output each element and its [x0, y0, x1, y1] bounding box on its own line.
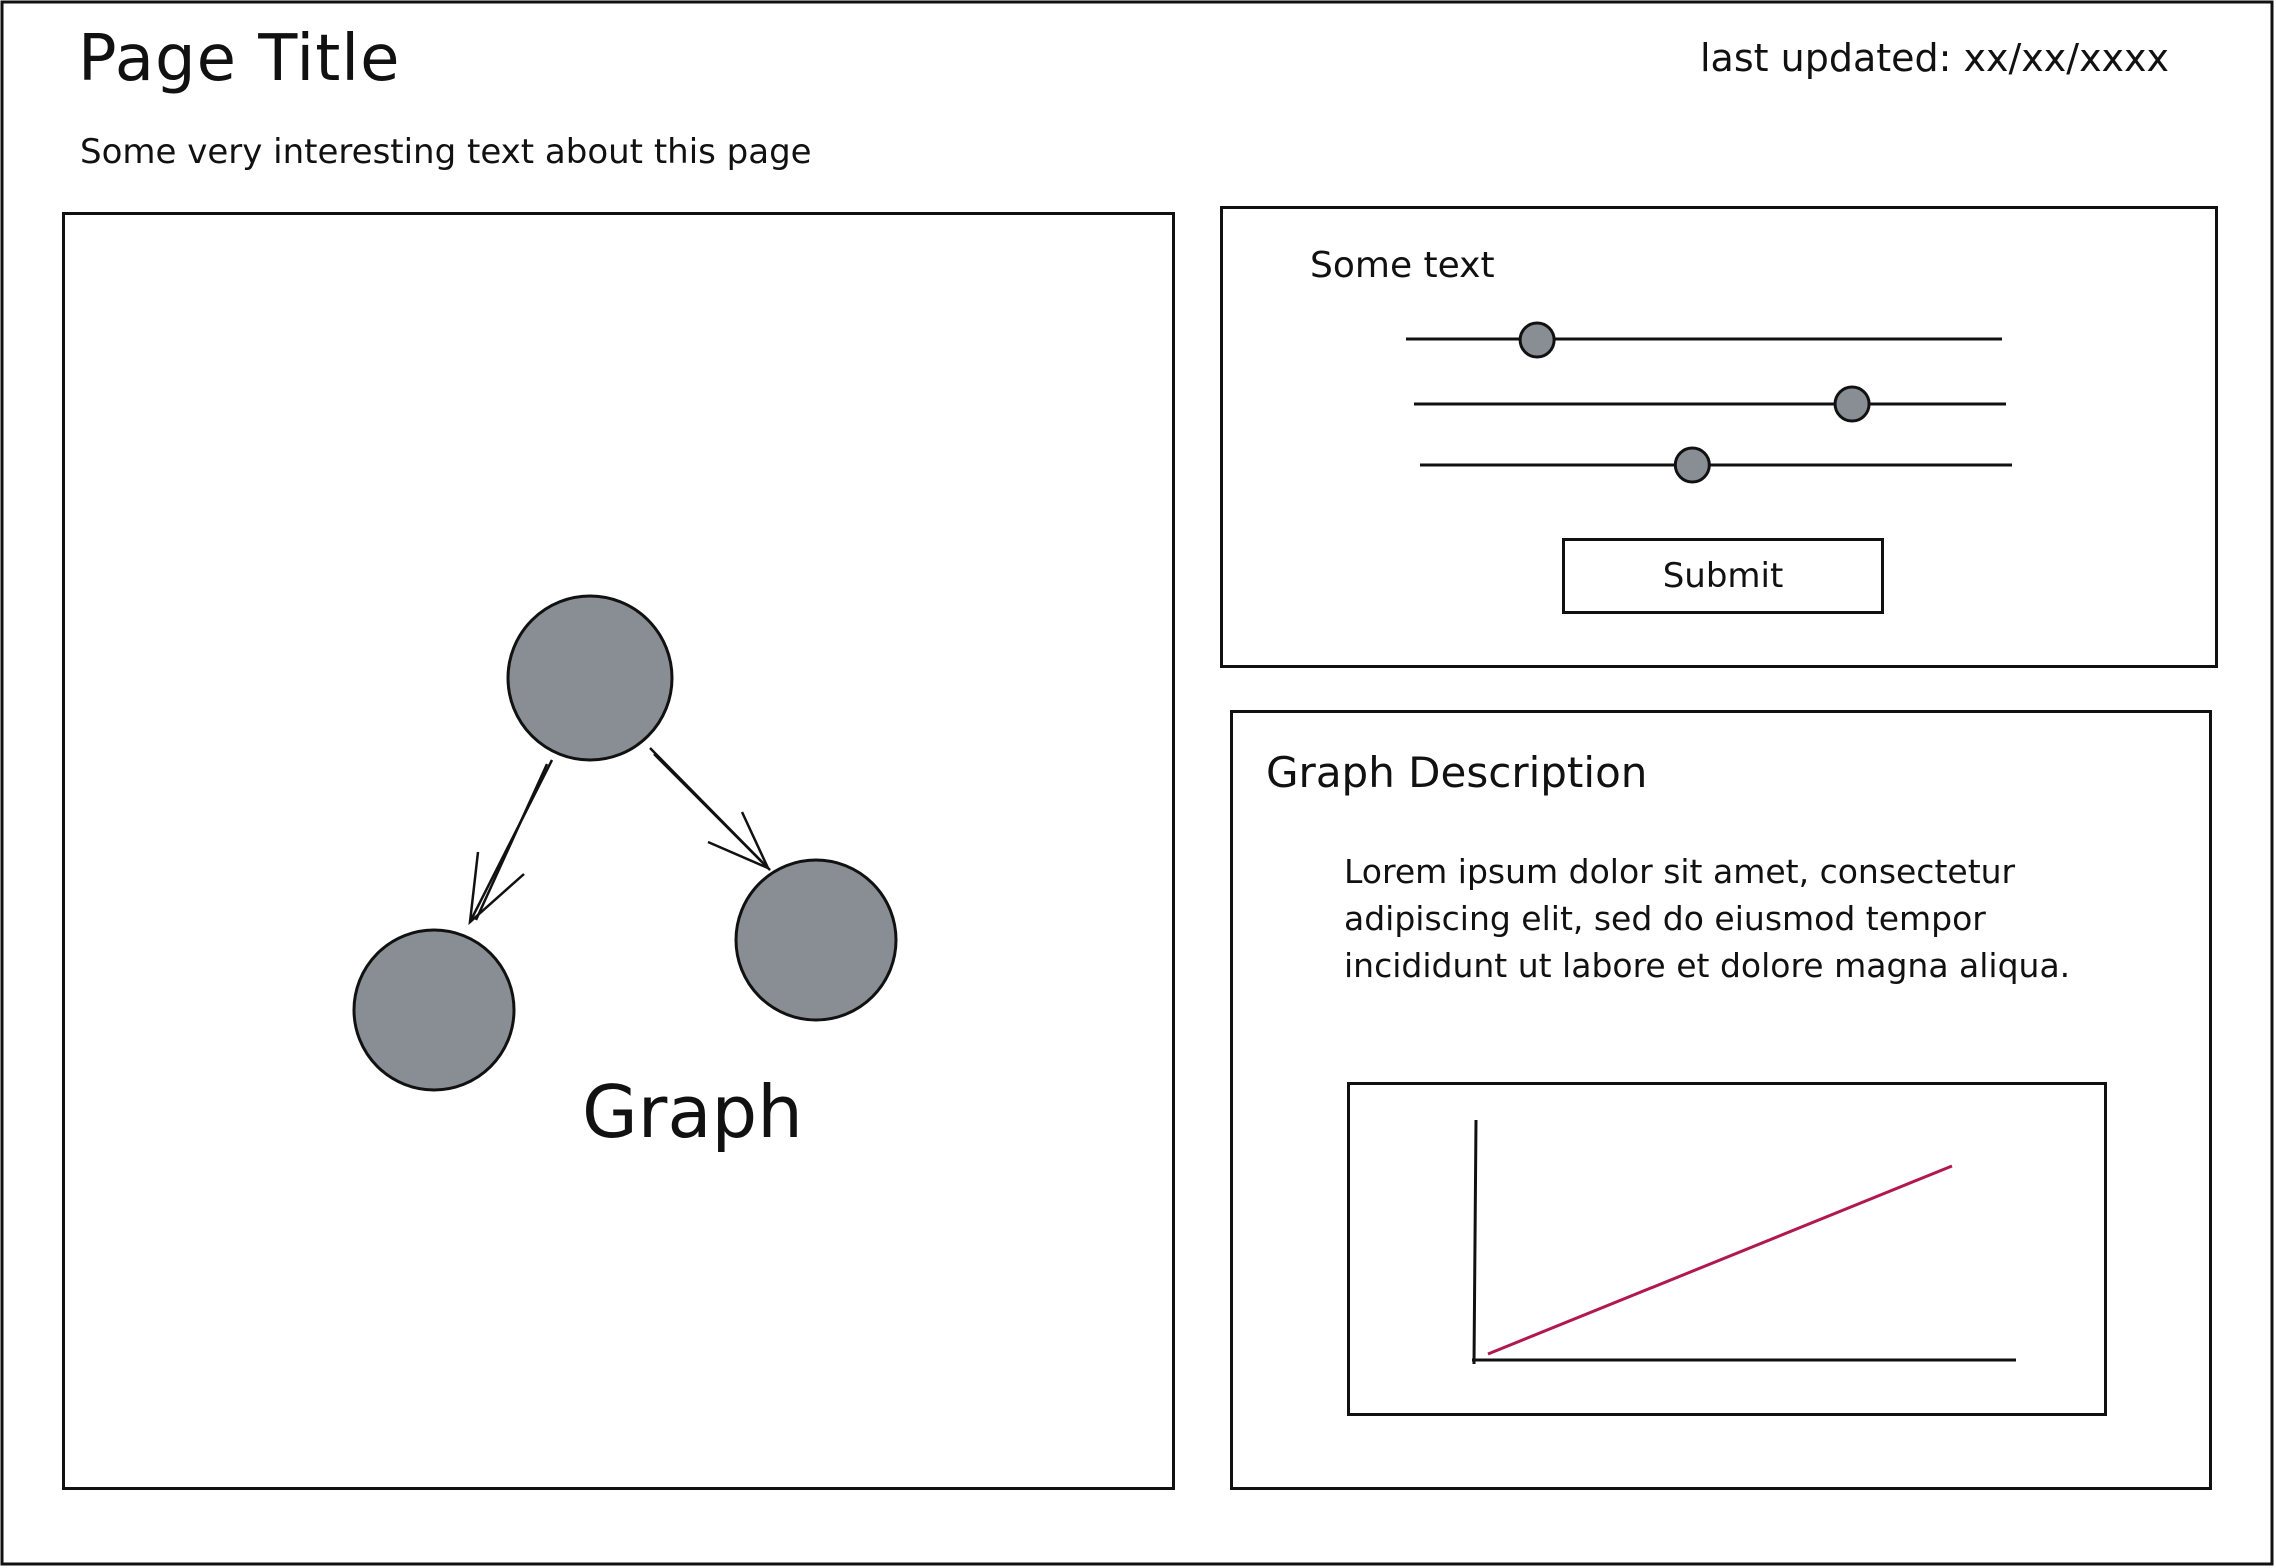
last-updated-text: last updated: xx/xx/xxxx — [1700, 36, 2170, 80]
slider-1-thumb[interactable] — [1518, 321, 1556, 359]
description-title: Graph Description — [1266, 748, 1648, 797]
edge-root-right — [649, 747, 771, 871]
description-panel — [1230, 710, 2212, 1490]
graph-label: Graph — [582, 1070, 803, 1154]
description-body: Lorem ipsum dolor sit amet, consectetur … — [1344, 852, 2071, 985]
slider-3-thumb[interactable] — [1673, 446, 1711, 484]
controls-label: Some text — [1310, 245, 1495, 286]
slider-1[interactable] — [1406, 321, 2002, 359]
mini-chart-trend-line — [1487, 1164, 1953, 1356]
submit-button[interactable]: Submit — [1562, 538, 1884, 614]
mini-line-chart — [1347, 1082, 2107, 1416]
slider-2-thumb[interactable] — [1833, 385, 1871, 423]
mini-chart-y-axis — [1472, 1119, 1478, 1365]
graph-node-root — [506, 594, 674, 762]
graph-node-right — [734, 858, 898, 1022]
slider-2[interactable] — [1414, 385, 2006, 423]
edge-root-left — [468, 759, 554, 926]
page-title: Page Title — [78, 22, 401, 96]
slider-3[interactable] — [1420, 446, 2012, 484]
graph-node-left — [352, 928, 516, 1092]
page-subtitle: Some very interesting text about this pa… — [80, 132, 812, 172]
controls-panel — [1220, 206, 2218, 668]
graph-panel — [62, 212, 1175, 1490]
